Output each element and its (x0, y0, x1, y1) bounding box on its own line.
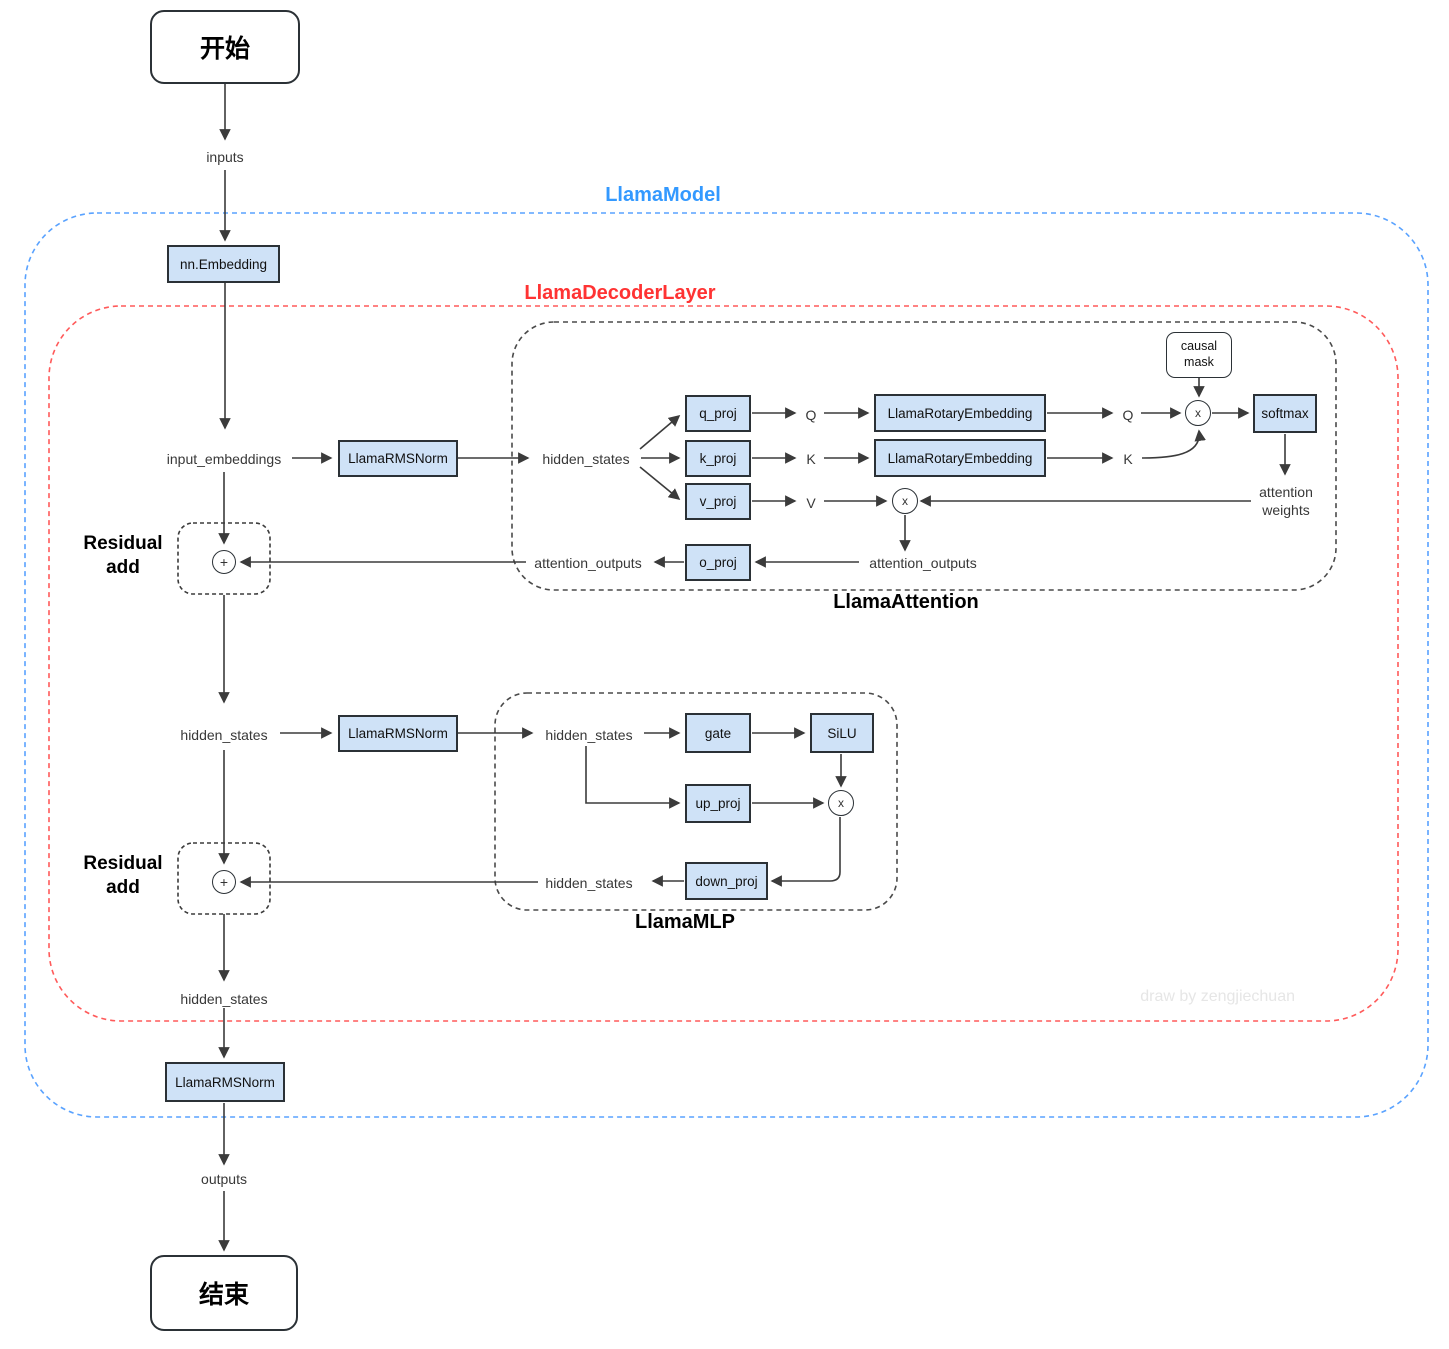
multiply-mlp-operator: x (828, 790, 854, 816)
arrow-hidden-q (639, 414, 681, 450)
add-operator-2: + (212, 870, 236, 894)
v-proj-block: v_proj (685, 483, 751, 520)
outputs-label: outputs (201, 1171, 247, 1187)
softmax-block: softmax (1253, 394, 1317, 433)
llama-attention-label: LlamaAttention (833, 591, 979, 613)
rotary-embedding-block-1: LlamaRotaryEmbedding (874, 394, 1046, 432)
llama-mlp-container (494, 692, 898, 911)
rmsnorm-block-1: LlamaRMSNorm (338, 440, 458, 477)
attention-outputs-label-right: attention_outputs (869, 555, 977, 571)
llama-decoder-layer-label: LlamaDecoderLayer (524, 282, 716, 304)
q-label-1: Q (805, 407, 817, 423)
attention-outputs-label-left: attention_outputs (534, 555, 642, 571)
hidden-states-attn-label: hidden_states (542, 451, 630, 467)
multiply-qk-operator: x (1185, 400, 1211, 426)
add-operator-1: + (212, 550, 236, 574)
llama-decoder-layer-container (48, 305, 1399, 1022)
multiply-v-operator: x (892, 488, 918, 514)
llama-attention-container (511, 321, 1337, 591)
residual-add-label-1: Residual add (83, 533, 163, 578)
q-label-2: Q (1122, 407, 1134, 423)
silu-block: SiLU (810, 713, 874, 753)
llama-mlp-label: LlamaMLP (634, 911, 736, 933)
arrow-hidden-mlp-upproj (585, 746, 681, 809)
k-proj-block: k_proj (685, 440, 751, 477)
start-terminal: 开始 (150, 10, 300, 84)
hidden-states-mlp-in-label: hidden_states (545, 727, 633, 743)
flow-arrows (218, 84, 1291, 1252)
hidden-states-label-3: hidden_states (180, 991, 268, 1007)
llama-model-container (24, 212, 1429, 1118)
arrow-K2-multiply-qk (1141, 429, 1206, 459)
k-label-1: K (806, 451, 816, 467)
rmsnorm-block-2: LlamaRMSNorm (338, 715, 458, 752)
end-terminal: 结束 (150, 1255, 298, 1331)
down-proj-block: down_proj (685, 862, 768, 900)
llama-model-label: LlamaModel (605, 184, 721, 206)
k-label-2: K (1123, 451, 1133, 467)
q-proj-block: q_proj (685, 395, 751, 432)
gate-block: gate (685, 713, 751, 753)
input-embeddings-label: input_embeddings (166, 451, 282, 467)
rotary-embedding-block-2: LlamaRotaryEmbedding (874, 439, 1046, 477)
rmsnorm-block-3: LlamaRMSNorm (165, 1062, 285, 1102)
inputs-label: inputs (206, 149, 244, 165)
v-label-1: V (806, 495, 816, 511)
watermark-text: draw by zengjiechuan (1140, 988, 1295, 1005)
hidden-states-label-2: hidden_states (180, 727, 268, 743)
hidden-states-mlp-out-label: hidden_states (545, 875, 633, 891)
up-proj-block: up_proj (685, 784, 751, 823)
arrow-hidden-v (639, 466, 681, 501)
residual-add-label-2: Residual add (83, 853, 163, 898)
causal-mask-box: causal mask (1166, 332, 1232, 378)
nn-embedding-block: nn.Embedding (167, 245, 280, 283)
o-proj-block: o_proj (685, 544, 751, 581)
attention-weights-label: attention weights (1259, 484, 1313, 519)
arrow-multiply-mlp-downproj (770, 817, 841, 887)
